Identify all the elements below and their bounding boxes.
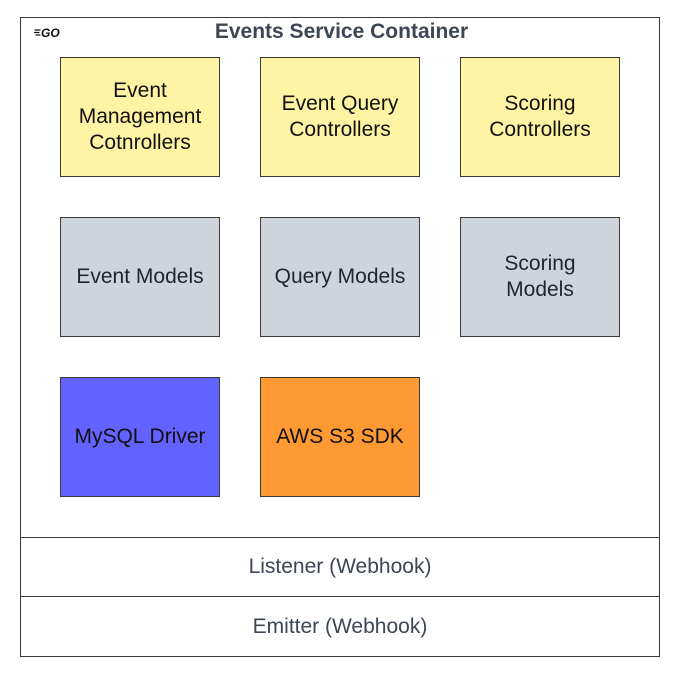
scoring-controllers-box: Scoring Controllers [460, 57, 620, 177]
diagram-title: Events Service Container [214, 20, 469, 43]
event-models-box: Event Models [60, 217, 220, 337]
listener-webhook-band: Listener (Webhook) [20, 537, 660, 597]
go-logo-text: GO [41, 26, 60, 39]
emitter-webhook-band: Emitter (Webhook) [20, 597, 660, 657]
aws-s3-sdk-box: AWS S3 SDK [260, 377, 420, 497]
query-models-box: Query Models [260, 217, 420, 337]
mysql-driver-box: MySQL Driver [60, 377, 220, 497]
go-logo-icon: GO [34, 26, 60, 39]
scoring-models-box: Scoring Models [460, 217, 620, 337]
event-management-controllers-box: Event Management Cotnrollers [60, 57, 220, 177]
event-query-controllers-box: Event Query Controllers [260, 57, 420, 177]
